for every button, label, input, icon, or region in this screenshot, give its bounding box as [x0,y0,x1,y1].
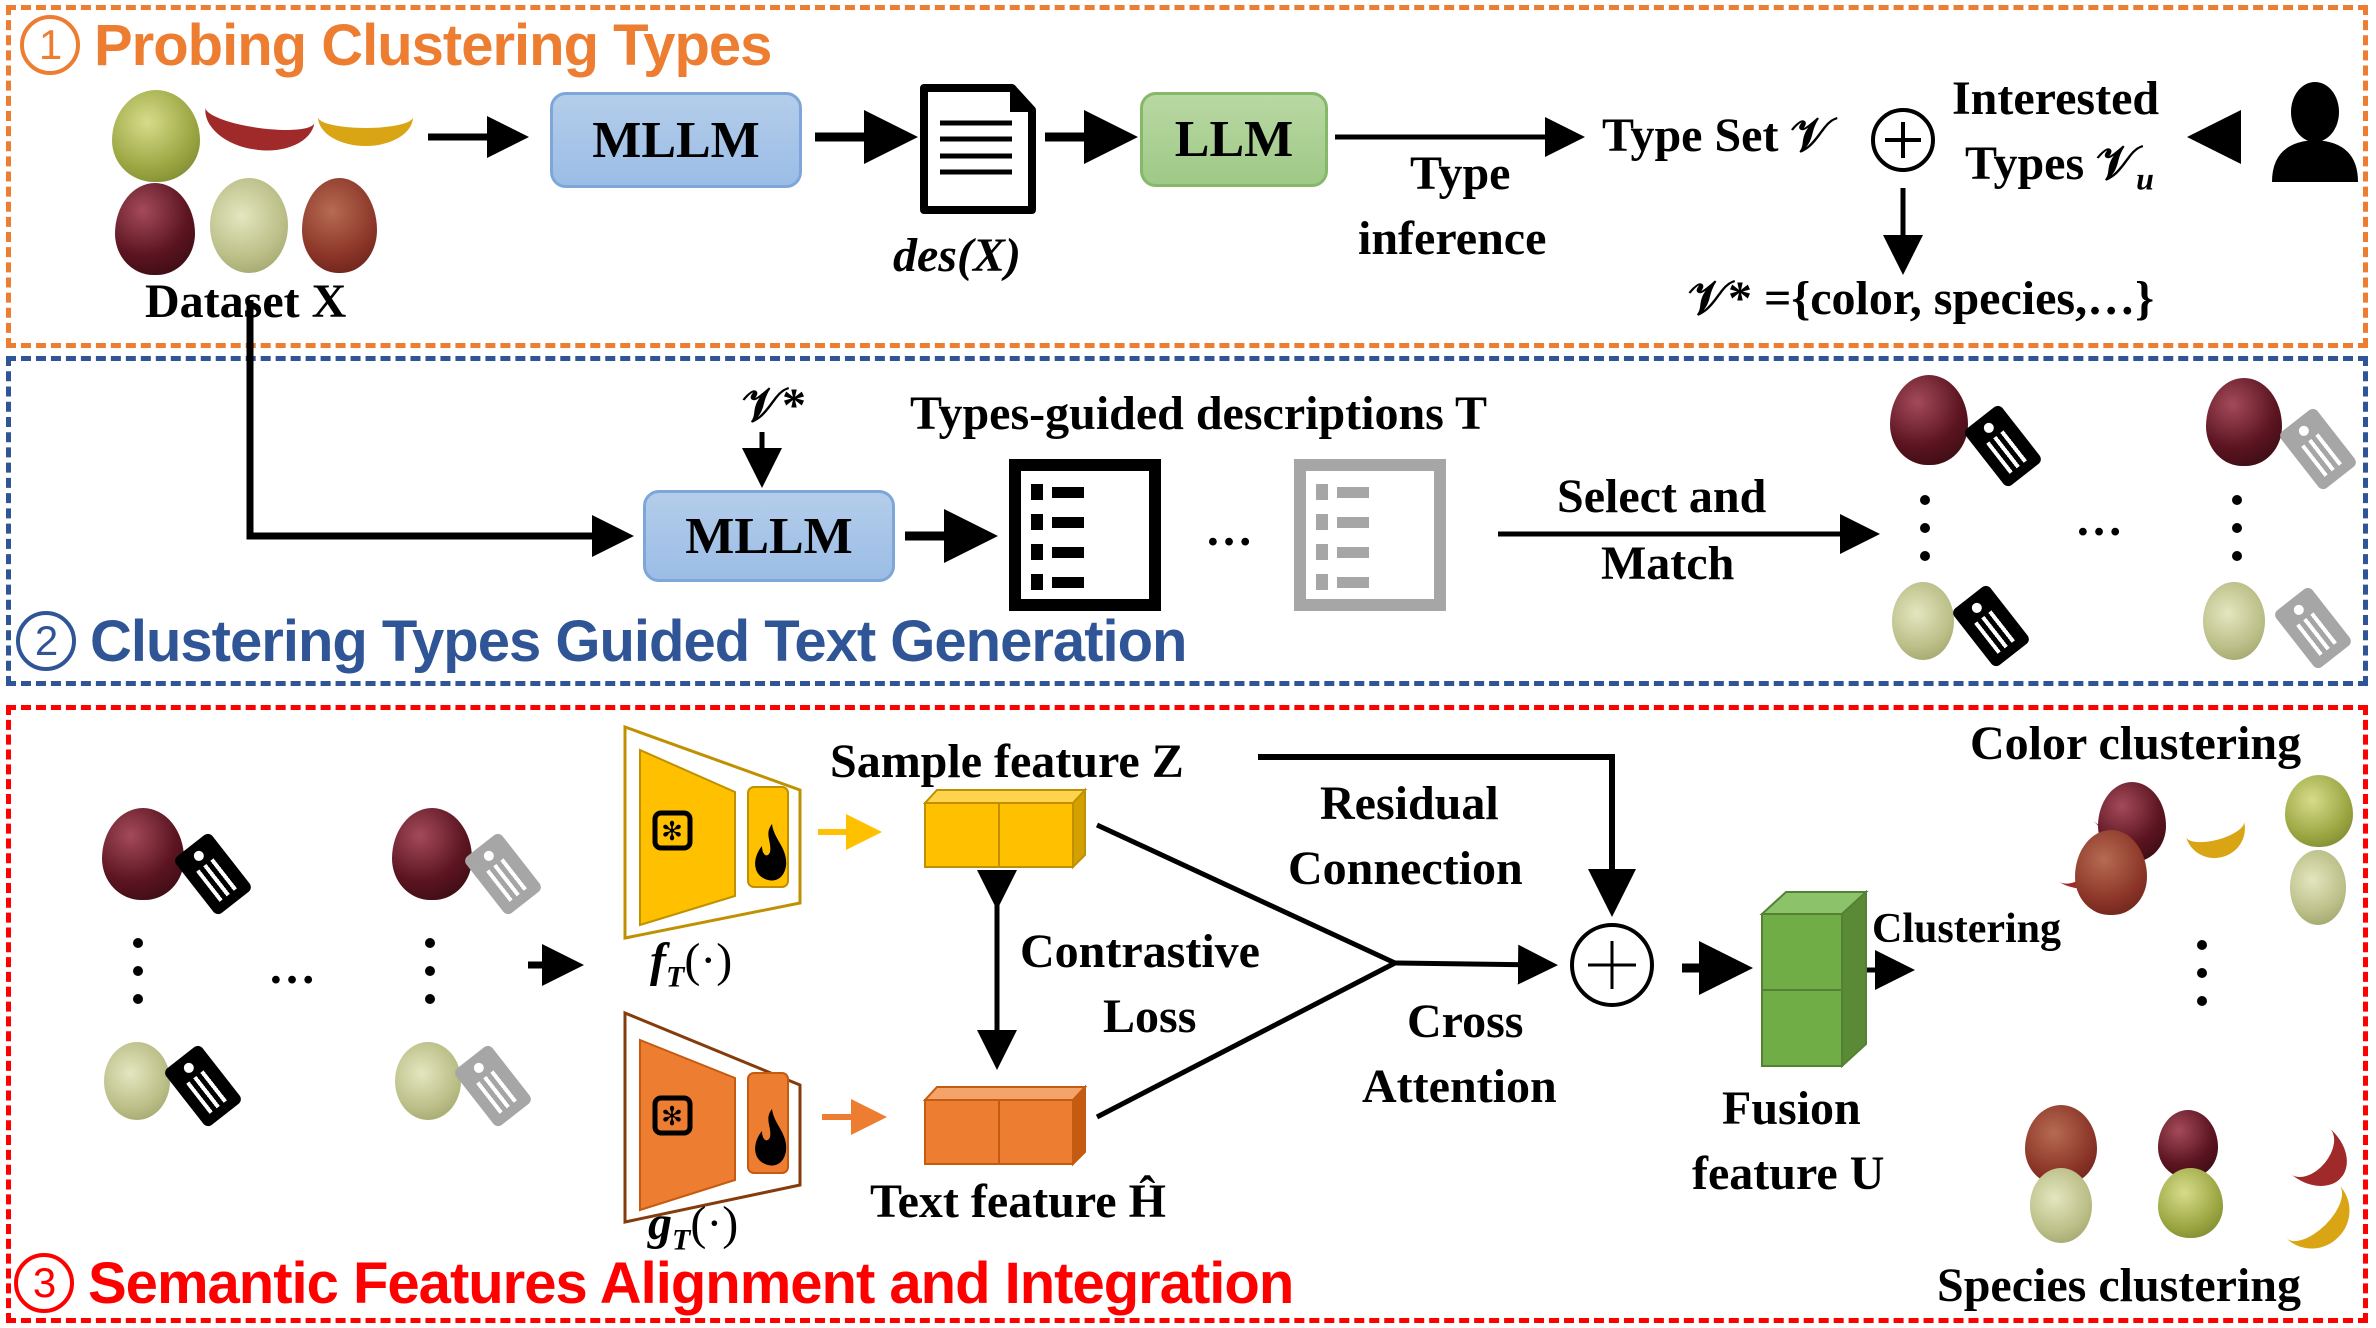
plus-circle-icon-2 [1570,923,1654,1007]
color-clustering-label: Color clustering [1970,717,2302,770]
flame-icon-2 [755,1109,787,1166]
section1-number: 1 [20,15,80,75]
encoder-f: ✻ [623,724,802,940]
s3-grape-2 [395,1042,461,1120]
vstar-result-label: 𝒱* ={color, species,…} [1688,272,2155,325]
mllm-label-2: MLLM [685,507,853,565]
cluster-green-apple [2285,775,2353,847]
type-set-label: Type Set 𝒱 [1602,109,1831,162]
fusion-feature-cube [1759,889,1869,1069]
section2-number: 2 [16,611,76,671]
text-feature-label: Text feature Ĥ [870,1175,1166,1228]
ellipsis-descriptions: … [1205,503,1257,556]
line-text-to-cross [1095,960,1397,1120]
list-document-gray-icon [1294,459,1446,611]
fruit-red-grape [302,178,377,273]
cluster-red-grape [2075,830,2147,915]
svg-text:✻: ✻ [661,817,683,847]
mllm-box: MLLM [550,92,802,188]
s3-red-apple-2 [392,808,472,900]
encoder-f-label: fT(·) [650,934,733,994]
llm-label: LLM [1174,111,1294,168]
section-feature-alignment [6,705,2368,1323]
vertical-ellipsis-2 [2232,495,2242,579]
cross-attention-label-1: Cross [1407,995,1524,1048]
species-clustering-label: Species clustering [1937,1259,2301,1312]
encoder-g-label: gT(·) [648,1197,739,1257]
flame-icon [755,824,787,881]
vstar-input-label: 𝒱* [742,379,806,432]
sample-feature-cube [922,787,1088,870]
species-red-apple [2158,1110,2218,1178]
cluster-vertical-ellipsis [2197,940,2207,1024]
s3-ellipsis: … [268,941,320,994]
residual-label-2: Connection [1288,842,1523,895]
select-label-2: Match [1601,537,1735,590]
contrastive-label-2: Loss [1103,990,1197,1043]
ellipsis-samples: … [2075,493,2127,546]
snowflake-icon [652,810,693,851]
line-sample-to-cross [1095,822,1397,966]
fusion-label-2: feature U [1692,1147,1885,1200]
vertical-ellipsis [1920,495,1930,579]
species-green-grape [2030,1168,2092,1243]
residual-label-1: Residual [1320,777,1499,830]
user-icon [2272,82,2358,182]
matched-grape-2 [2203,582,2265,660]
encoder-g: ✻ [623,1010,802,1224]
mllm-box-2: MLLM [643,490,895,582]
description-label: des(X) [893,229,1021,282]
s3-grape [104,1042,170,1120]
descriptions-label: Types-guided descriptions T [910,387,1488,440]
fruit-red-apple [115,183,195,275]
list-document-icon [1009,459,1161,611]
species-green-apple [2158,1168,2223,1238]
document-icon [920,84,1036,214]
dataset-label: Dataset X [145,275,347,328]
cluster-green-grape [2290,850,2346,925]
arrow-residual [1258,754,1636,917]
section3-number: 3 [14,1253,74,1313]
cross-attention-label-2: Attention [1362,1060,1557,1113]
section-text-generation [6,356,2368,686]
llm-box: LLM [1140,92,1328,187]
svg-text:✻: ✻ [661,1102,683,1132]
arrow-cross-to-plus [1394,944,1558,985]
text-feature-cube [922,1084,1088,1167]
fruit-yellow-banana [318,88,413,146]
type-inference-label-2: inference [1358,212,1547,265]
s3-vertical-ellipsis-2 [425,938,435,1022]
fruit-green-grape [210,178,288,273]
clustering-label: Clustering [1872,906,2061,952]
mllm-label: MLLM [592,111,760,169]
interested-types-label-1: Interested [1952,72,2160,125]
s3-vertical-ellipsis [133,938,143,1022]
sample-feature-label: Sample feature Z [830,735,1184,788]
interested-types-label-2: Types 𝒱u [1965,137,2154,197]
matched-grape [1892,582,1954,660]
contrastive-label-1: Contrastive [1020,925,1260,978]
matched-red-apple [1890,375,1968,465]
select-label-1: Select and [1557,470,1767,523]
plus-circle-icon [1871,108,1935,172]
section-probing-clustering-types [6,5,2368,348]
matched-red-apple-2 [2206,378,2282,466]
s3-red-apple [102,808,184,900]
arrow-dataset-to-mllm2 [246,300,634,557]
fusion-label-1: Fusion [1722,1082,1861,1135]
type-inference-label-1: Type [1410,147,1511,200]
snowflake-icon-2 [652,1095,693,1136]
fruit-green-apple [112,90,200,182]
